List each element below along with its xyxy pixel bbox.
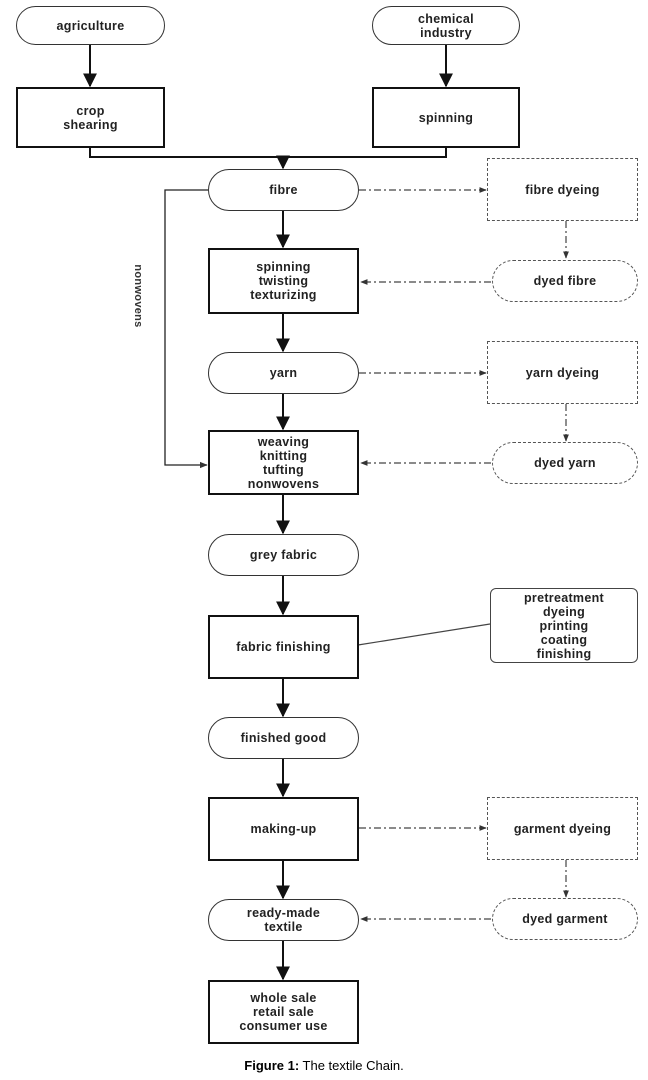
node-finishing-operations: pretreatment dyeing printing coating fin…: [490, 588, 638, 663]
caption-text: The textile Chain.: [299, 1058, 404, 1073]
node-finished-good: finished good: [208, 717, 359, 759]
node-dyed-fibre: dyed fibre: [492, 260, 638, 302]
nonwovens-side-label: nonwovens: [132, 264, 144, 328]
node-crop-shearing: crop shearing: [16, 87, 165, 148]
caption-prefix: Figure 1:: [244, 1058, 300, 1073]
node-ready-made-textile: ready-made textile: [208, 899, 359, 941]
edge-nonwovens-bypass: [164, 189, 208, 469]
edge-finishing-ops: [357, 623, 491, 646]
node-spinning-twisting: spinning twisting texturizing: [208, 248, 359, 314]
figure-caption: Figure 1: The textile Chain.: [0, 1058, 648, 1073]
node-agriculture: agriculture: [16, 6, 165, 45]
node-making-up: making-up: [208, 797, 359, 861]
node-fabric-finishing: fabric finishing: [208, 615, 359, 679]
node-spinning-top: spinning: [372, 87, 520, 148]
node-chemical-industry: chemical industry: [372, 6, 520, 45]
node-yarn: yarn: [208, 352, 359, 394]
node-dyed-garment: dyed garment: [492, 898, 638, 940]
edge-merge-to-fibre: [89, 148, 447, 158]
node-fibre-dyeing: fibre dyeing: [487, 158, 638, 221]
node-garment-dyeing: garment dyeing: [487, 797, 638, 860]
node-fibre: fibre: [208, 169, 359, 211]
node-sale-consumer: whole sale retail sale consumer use: [208, 980, 359, 1044]
node-yarn-dyeing: yarn dyeing: [487, 341, 638, 404]
node-dyed-yarn: dyed yarn: [492, 442, 638, 484]
node-grey-fabric: grey fabric: [208, 534, 359, 576]
node-weaving-knitting: weaving knitting tufting nonwovens: [208, 430, 359, 495]
